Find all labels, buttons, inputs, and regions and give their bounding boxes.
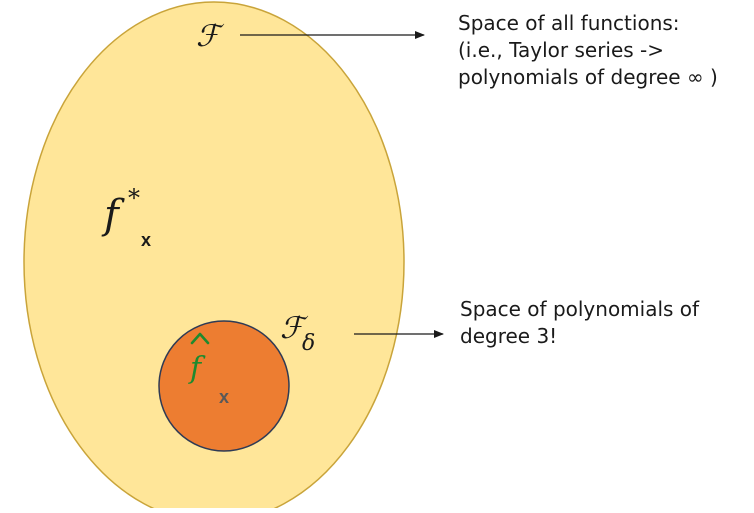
outer-function-space-ellipse (23, 1, 405, 513)
poly-degree3-note: Space of polynomials of degree 3! (460, 296, 699, 350)
poly-degree3-note-line1: Space of polynomials of (460, 297, 700, 321)
true-function-superscript: * (128, 184, 140, 212)
all-functions-note-line1: Space of all functions: (458, 11, 680, 35)
inner-polynomial-space-circle (158, 320, 290, 452)
all-functions-note-line3: polynomials of degree ∞ ) (458, 65, 718, 89)
all-functions-note-line2: (i.e., Taylor series -> (458, 38, 665, 62)
inner-set-label-subscript: δ (302, 331, 315, 356)
true-function-marker: x (141, 230, 151, 250)
poly-degree3-note-line2: degree 3! (460, 324, 558, 348)
all-functions-note: Space of all functions: (i.e., Taylor se… (458, 10, 718, 91)
estimate-hat-icon (190, 332, 210, 345)
estimate-marker: x (219, 387, 229, 407)
